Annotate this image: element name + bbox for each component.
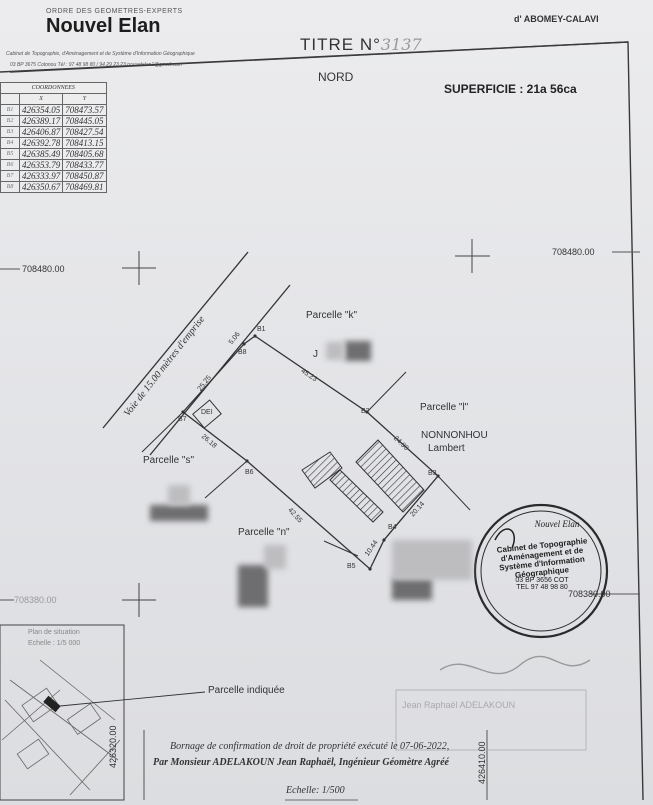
redacted-area <box>238 565 268 607</box>
redacted-area <box>264 545 286 569</box>
locality: d' ABOMEY-CALAVI <box>514 14 599 24</box>
stamp-line: TEL 97 48 98 80 <box>516 584 568 591</box>
indicated-parcel-callout: Parcelle indiquée <box>208 685 285 696</box>
parcel-k-label: Parcelle "k" <box>306 310 358 321</box>
indicated-parcel-marker <box>43 695 61 713</box>
beacon-label: B2 <box>361 408 370 415</box>
parcel-n-label: Parcelle "n" <box>238 527 290 538</box>
grid-y-bottom-right: 708380.00 <box>568 589 611 599</box>
superficie: SUPERFICIE : 21a 56ca <box>444 82 577 96</box>
grid-y-top-right: 708480.00 <box>552 247 595 257</box>
beacon-label: B3 <box>428 470 437 477</box>
titre-block: TITRE N°3137 <box>300 35 422 55</box>
beacon-label: B1 <box>257 326 266 333</box>
parcel-s-label: Parcelle "s" <box>143 455 195 466</box>
beacon-label: B8 <box>238 349 247 356</box>
footer-line-1: Bornage de confirmation de droit de prop… <box>170 741 450 752</box>
signature-scribble <box>439 655 591 675</box>
cabinet-line: Cabinet de Topographie, d'Aménagement et… <box>6 51 195 57</box>
building-annex <box>329 469 384 523</box>
building-main <box>355 439 425 513</box>
location-plan-title: Plan de situation <box>28 629 80 636</box>
col-y: Y <box>62 93 107 105</box>
beacon-label: B7 <box>178 416 187 423</box>
dei-label: DEI <box>201 409 213 416</box>
grid-y-bottom-left: 708380.00 <box>14 595 57 605</box>
redacted-area <box>345 341 371 361</box>
parcel-j-label: J <box>313 349 318 360</box>
beacon-label: B6 <box>245 469 254 476</box>
parcel-boundary <box>182 335 439 571</box>
parcel-l-label: Parcelle "l" <box>420 402 469 413</box>
owner-first-name: Lambert <box>428 443 465 454</box>
owner-name: NONNONHOU <box>421 430 488 441</box>
beacon-label: B4 <box>388 524 397 531</box>
signature-name: Jean Raphaël ADELAKOUN <box>402 700 516 710</box>
stamp-line: 03 BP 3656 COT <box>515 577 569 584</box>
beacon-label: B5 <box>347 563 356 570</box>
north-label: NORD <box>318 70 354 84</box>
redacted-area <box>326 342 344 360</box>
footer-scale: Echelle: 1/500 <box>286 785 345 796</box>
road-edge-left <box>102 251 249 429</box>
order-line: ORDRE DES GEOMETRES-EXPERTS <box>46 8 183 15</box>
titre-number: 3137 <box>380 35 422 54</box>
redacted-area <box>150 505 208 521</box>
grid-x-left: 426320.00 <box>108 725 118 768</box>
redacted-area <box>168 485 190 505</box>
footer-line-2: Par Monsieur ADELAKOUN Jean Raphaël, Ing… <box>153 757 449 768</box>
titre-label: TITRE N° <box>300 35 381 54</box>
stamp-outer-ring <box>473 503 609 639</box>
signature-stamp-box <box>395 689 587 751</box>
redacted-area <box>392 578 432 600</box>
coordinates-title: COORDONNEES <box>0 82 107 94</box>
brand-name: Nouvel Elan <box>46 15 161 37</box>
col-x: X <box>18 93 64 105</box>
contact-line: 03 BP 3675 Cotonou Tél : 97 48 98 80 / 9… <box>10 62 182 68</box>
building-small <box>301 451 343 489</box>
grid-y-top-left: 708480.00 <box>22 264 65 274</box>
grid-x-right: 426410.00 <box>477 741 487 784</box>
grid-crosses <box>122 239 490 617</box>
location-plan-scale: Echelle : 1/5 000 <box>28 640 81 647</box>
stamp-brand: Nouvel Elan <box>534 519 580 529</box>
stamp-text: Nouvel Elan Cabinet de Topographie d'Amé… <box>482 519 602 591</box>
location-plan-frame <box>0 624 125 801</box>
redacted-area <box>392 540 472 580</box>
